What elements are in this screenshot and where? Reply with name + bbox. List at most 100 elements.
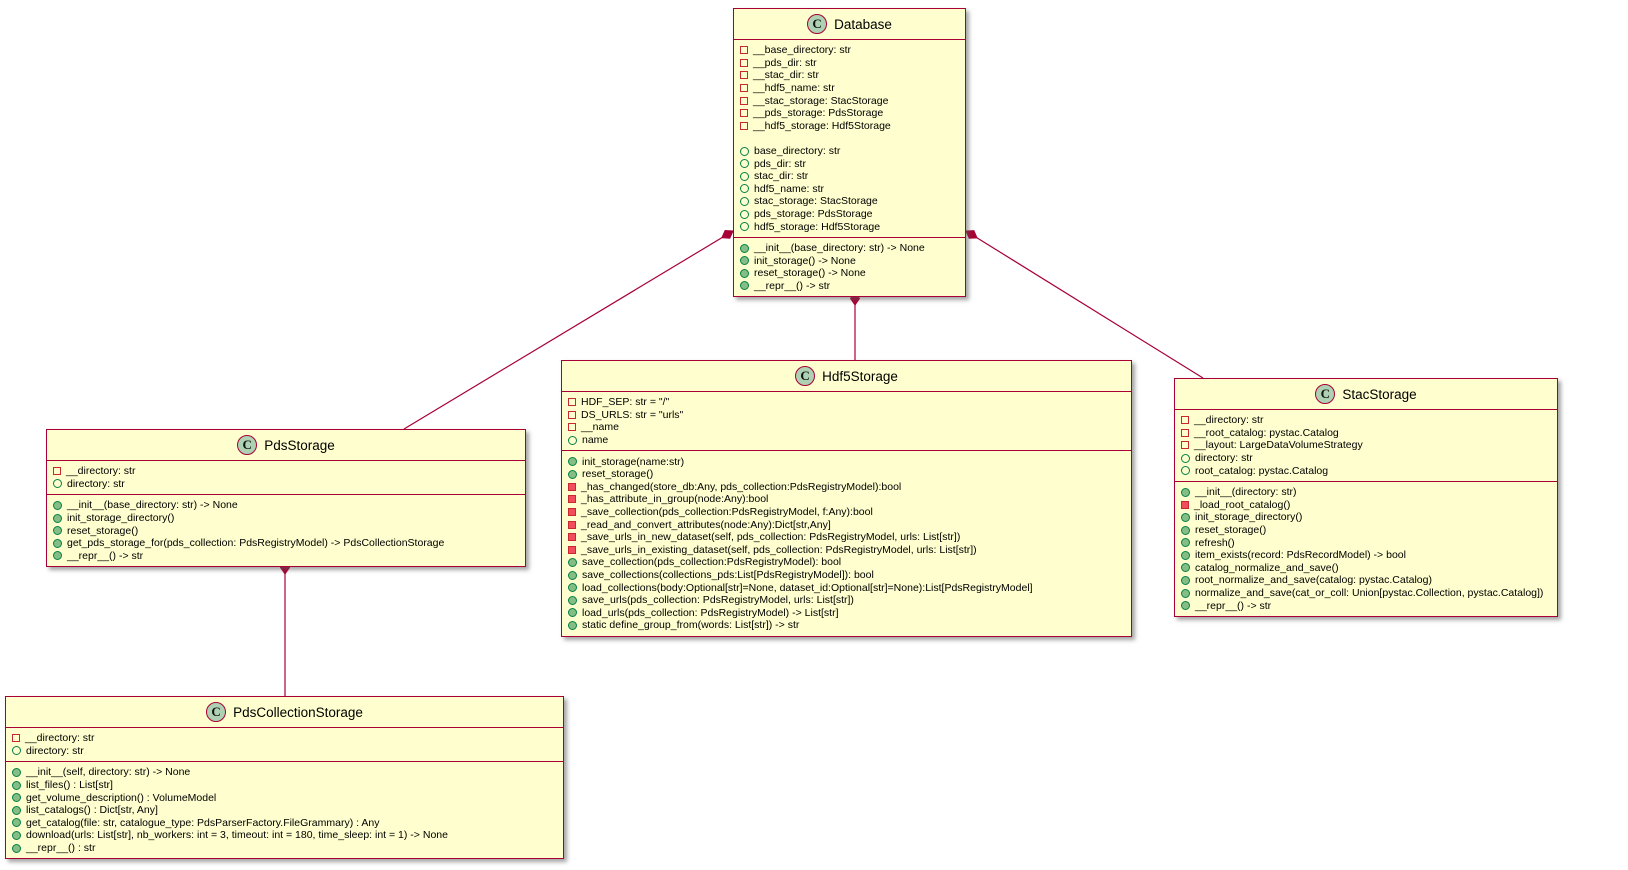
private-method-icon [568, 495, 576, 504]
public-method-icon [740, 256, 749, 266]
public-method-icon [1181, 512, 1190, 522]
member-text: name [582, 434, 609, 447]
public-method-icon [568, 583, 577, 593]
class-member-row: __repr__() -> str [53, 550, 519, 563]
class-member-row: __directory: str [1181, 414, 1551, 427]
class-member-row: directory: str [53, 478, 519, 491]
class-member-row: init_storage_directory() [53, 512, 519, 525]
class-member-row: base_directory: str [740, 145, 959, 158]
member-text: list_catalogs() : Dict[str, Any] [26, 804, 158, 817]
class-member-row: init_storage(name:str) [568, 455, 1125, 468]
public-method-icon [12, 793, 21, 803]
private-field-icon [12, 734, 20, 743]
class-member-row: refresh() [1181, 536, 1551, 549]
public-method-icon [568, 570, 577, 580]
member-text: static define_group_from(words: List[str… [582, 619, 800, 632]
property-icon [740, 209, 749, 219]
class-circle-icon: C [206, 702, 227, 722]
member-text: __stac_dir: str [753, 69, 819, 82]
private-method-icon [568, 533, 576, 542]
class-member-row: __init__(directory: str) [1181, 486, 1551, 499]
class-member-row: load_urls(pds_collection: PdsRegistryMod… [568, 607, 1125, 620]
class-member-row: init_storage_directory() [1181, 511, 1551, 524]
private-field-icon [1181, 428, 1189, 437]
class-box-database: C Database __base_directory: str__pds_di… [733, 8, 966, 298]
member-text: init_storage_directory() [1195, 511, 1303, 524]
class-member-row: get_volume_description() : VolumeModel [12, 791, 557, 804]
property-icon [740, 171, 749, 181]
private-field-icon [740, 46, 748, 55]
property-icon [568, 435, 577, 445]
class-member-row: static define_group_from(words: List[str… [568, 619, 1125, 632]
class-member-row: load_collections(body:Optional[str]=None… [568, 581, 1125, 594]
class-member-row: list_files() : List[str] [12, 779, 557, 792]
public-method-icon [740, 243, 749, 253]
class-member-row: __hdf5_storage: Hdf5Storage [740, 120, 959, 133]
class-name: PdsStorage [264, 437, 335, 453]
public-method-icon [12, 843, 21, 853]
class-member-row: item_exists(record: PdsRecordModel) -> b… [1181, 549, 1551, 562]
member-text: __directory: str [66, 465, 136, 478]
public-method-icon [1181, 538, 1190, 548]
class-name: Hdf5Storage [822, 368, 898, 384]
member-text: directory: str [67, 477, 125, 490]
property-icon [12, 746, 21, 756]
member-text: directory: str [1195, 452, 1253, 465]
class-member-row: reset_storage() [1181, 524, 1551, 537]
class-member-row: __directory: str [12, 732, 557, 745]
private-field-icon [740, 109, 748, 118]
public-method-icon [740, 268, 749, 278]
member-text: stac_storage: StacStorage [754, 195, 878, 208]
member-text: base_directory: str [754, 145, 841, 158]
class-member-row: save_collection(pds_collection:PdsRegist… [568, 556, 1125, 569]
class-member-row: get_pds_storage_for(pds_collection: PdsR… [53, 537, 519, 550]
member-text: stac_dir: str [754, 170, 809, 183]
member-text: _load_root_catalog() [1194, 498, 1291, 511]
public-method-icon [1181, 550, 1190, 560]
class-member-row: reset_storage() [568, 468, 1125, 481]
member-text: __root_catalog: pystac.Catalog [1194, 426, 1339, 439]
public-method-icon [740, 281, 749, 291]
public-method-icon [568, 469, 577, 479]
public-method-icon [568, 608, 577, 618]
class-member-row: save_collections(collections_pds:List[Pd… [568, 569, 1125, 582]
private-method-icon [568, 520, 576, 529]
class-fields-section: __directory: str__root_catalog: pystac.C… [1175, 409, 1557, 481]
member-text: reset_storage() [67, 524, 139, 537]
private-field-icon [1181, 441, 1189, 450]
private-method-icon [1181, 500, 1189, 509]
class-member-row: __stac_dir: str [740, 69, 959, 82]
class-member-row: download(urls: List[str], nb_workers: in… [12, 829, 557, 842]
composition-link-database-hdf5storage [849, 291, 861, 360]
member-text: __base_directory: str [753, 44, 852, 57]
public-method-icon [568, 595, 577, 605]
class-member-row: __directory: str [53, 465, 519, 478]
class-member-row: __repr__() -> str [740, 280, 959, 293]
member-text: __repr__() -> str [1195, 599, 1272, 612]
member-text: list_files() : List[str] [26, 779, 113, 792]
member-text: __repr__() : str [26, 842, 96, 855]
class-box-hdf5storage: C Hdf5Storage HDF_SEP: str = "/"DS_URLS:… [561, 360, 1132, 637]
member-text: __hdf5_storage: Hdf5Storage [753, 119, 891, 132]
property-icon [740, 222, 749, 232]
property-icon [1181, 466, 1190, 476]
member-text: __init__(base_directory: str) -> None [67, 499, 238, 512]
class-member-row: catalog_normalize_and_save() [1181, 562, 1551, 575]
class-member-row: __repr__() -> str [1181, 599, 1551, 612]
class-member-row: __init__(base_directory: str) -> None [53, 499, 519, 512]
public-method-icon [12, 805, 21, 815]
class-member-row: _has_attribute_in_group(node:Any):bool [568, 493, 1125, 506]
private-field-icon [740, 121, 748, 130]
property-icon [740, 159, 749, 169]
member-text: __repr__() -> str [754, 279, 831, 292]
private-field-icon [568, 410, 576, 419]
property-icon [1181, 453, 1190, 463]
class-methods-section: init_storage(name:str)reset_storage() _ha… [562, 450, 1131, 635]
class-circle-icon: C [807, 14, 828, 34]
member-text: __init__(self, directory: str) -> None [26, 766, 191, 779]
public-method-icon [1181, 588, 1190, 598]
